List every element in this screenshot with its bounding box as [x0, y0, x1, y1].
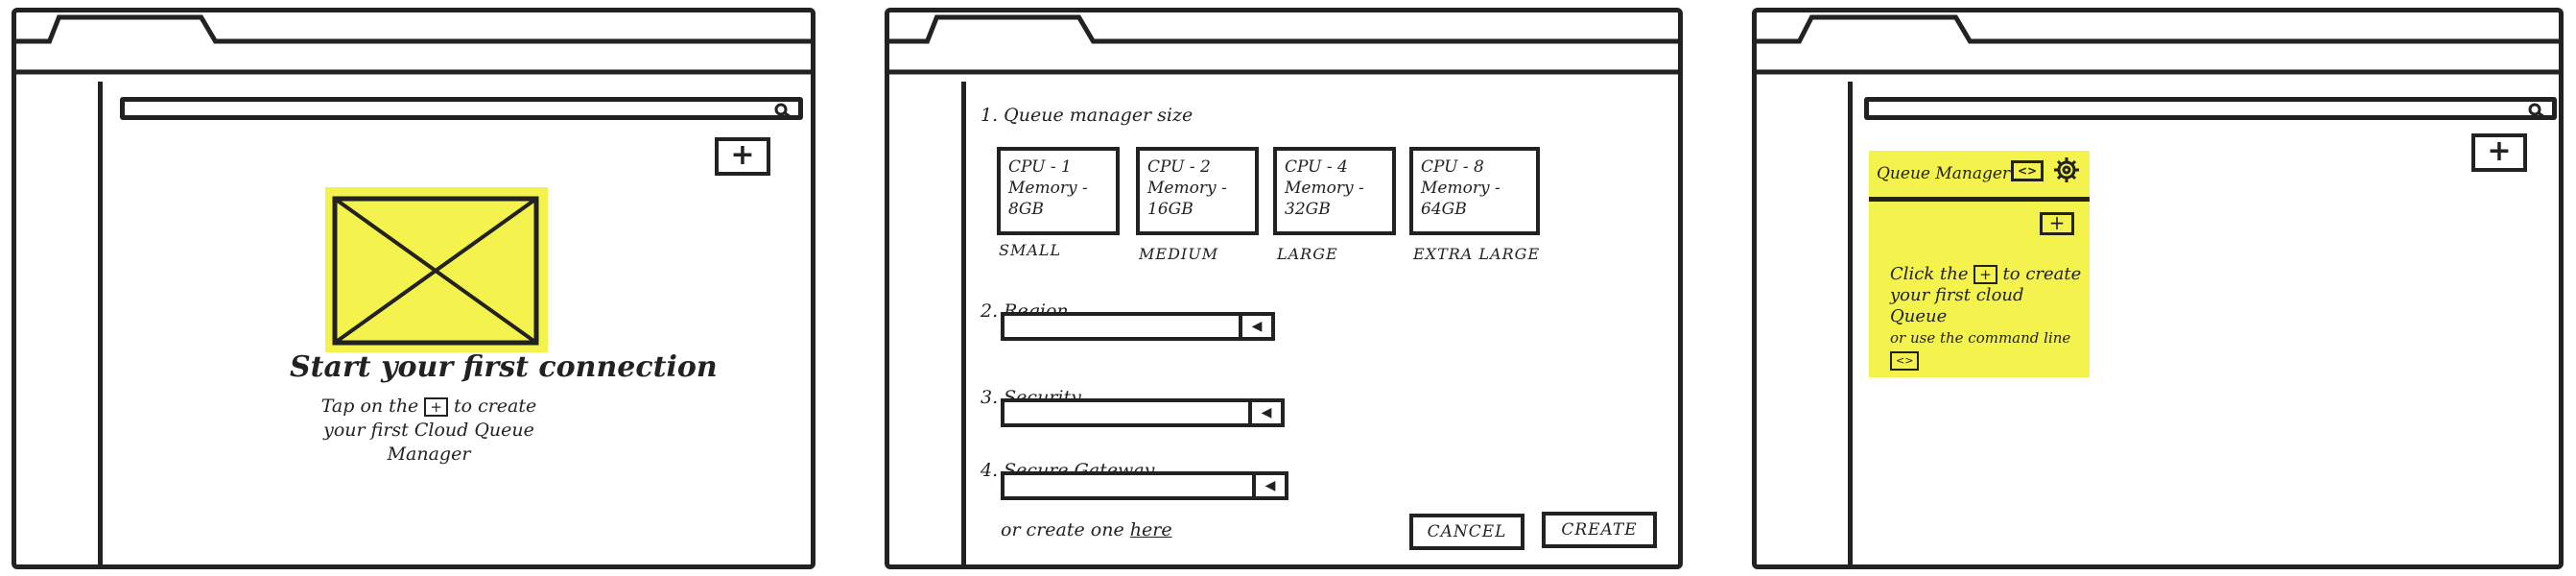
note-command: or use the command line	[1890, 329, 2071, 347]
browser-tab-strip	[1757, 12, 2559, 80]
create-gateway-link[interactable]: here	[1129, 519, 1172, 540]
card-instructions: Click the + to create your first cloud Q…	[1890, 264, 2082, 371]
size-cpu: CPU - 1	[1008, 157, 1072, 177]
gateway-select[interactable]: ◀	[1001, 471, 1288, 500]
card-title: Queue Manager	[1877, 164, 2011, 183]
code-icon[interactable]: <>	[2011, 160, 2044, 181]
size-caption-large: LARGE	[1277, 245, 1338, 263]
screen-empty-state: + Start your first connection Tap on the…	[12, 8, 815, 569]
instructions-before: Tap on the	[320, 396, 419, 417]
empty-state-heading: Start your first connection	[290, 350, 718, 384]
search-input[interactable]	[1864, 97, 2557, 120]
size-option-medium[interactable]: CPU - 2 Memory - 16GB	[1136, 147, 1259, 235]
sidebar-divider	[98, 82, 103, 564]
empty-state-instructions: Tap on the + to create your first Cloud …	[304, 395, 554, 467]
note-after: to create your first cloud Queue	[1890, 264, 2082, 326]
create-hint-text: or create one	[1001, 519, 1124, 540]
size-memory: Memory - 16GB	[1147, 179, 1227, 219]
note-before: Click the	[1890, 264, 1969, 284]
search-icon[interactable]	[2527, 103, 2546, 118]
chevron-down-icon: ◀	[1248, 402, 1281, 423]
sidebar-divider	[961, 82, 966, 564]
search-icon[interactable]	[773, 103, 792, 118]
size-cpu: CPU - 2	[1147, 157, 1211, 177]
size-memory: Memory - 32GB	[1285, 179, 1364, 219]
sidebar-divider	[1848, 82, 1853, 564]
add-queue-manager-button[interactable]: +	[715, 137, 770, 176]
browser-tab-strip	[889, 12, 1678, 80]
image-placeholder-icon	[325, 187, 548, 352]
search-input[interactable]	[120, 97, 803, 120]
size-option-large[interactable]: CPU - 4 Memory - 32GB	[1273, 147, 1396, 235]
size-caption-extra-large: EXTRA LARGE	[1413, 245, 1541, 263]
card-header: Queue Manager <>	[1869, 151, 2090, 202]
inline-code-icon: <>	[1890, 351, 1920, 371]
size-caption-medium: MEDIUM	[1139, 245, 1219, 263]
size-option-extra-large[interactable]: CPU - 8 Memory - 64GB	[1409, 147, 1540, 235]
instructions-after: to create your first Cloud Queue Manager	[323, 396, 537, 465]
screen-create-queue-manager: 1. Queue manager size CPU - 1 Memory - 8…	[885, 8, 1683, 569]
size-caption-small: SMALL	[999, 241, 1062, 259]
size-cpu: CPU - 8	[1421, 157, 1484, 177]
region-select[interactable]: ◀	[1001, 312, 1275, 341]
size-memory: Memory - 8GB	[1008, 179, 1088, 219]
card-add-button[interactable]: +	[2040, 212, 2074, 235]
size-option-small[interactable]: CPU - 1 Memory - 8GB	[997, 147, 1120, 235]
size-section-label: 1. Queue manager size	[981, 105, 1193, 126]
screen-queue-manager-card: + Queue Manager <> + Click the + to crea…	[1752, 8, 2564, 569]
queue-manager-card[interactable]: Queue Manager <> + Click the + to create…	[1869, 151, 2090, 377]
chevron-down-icon: ◀	[1239, 316, 1271, 337]
browser-tab-strip	[16, 12, 811, 80]
size-cpu: CPU - 4	[1285, 157, 1348, 177]
cancel-button[interactable]: CANCEL	[1409, 514, 1524, 550]
create-button[interactable]: CREATE	[1542, 512, 1657, 548]
size-memory: Memory - 64GB	[1421, 179, 1501, 219]
chevron-down-icon: ◀	[1252, 475, 1285, 496]
inline-plus-icon: +	[424, 397, 448, 417]
add-queue-manager-button[interactable]: +	[2471, 133, 2527, 172]
gear-icon[interactable]	[2053, 156, 2080, 183]
inline-plus-icon: +	[1973, 265, 1997, 284]
security-select[interactable]: ◀	[1001, 398, 1285, 427]
create-gateway-hint: or create one here	[1001, 519, 1172, 540]
